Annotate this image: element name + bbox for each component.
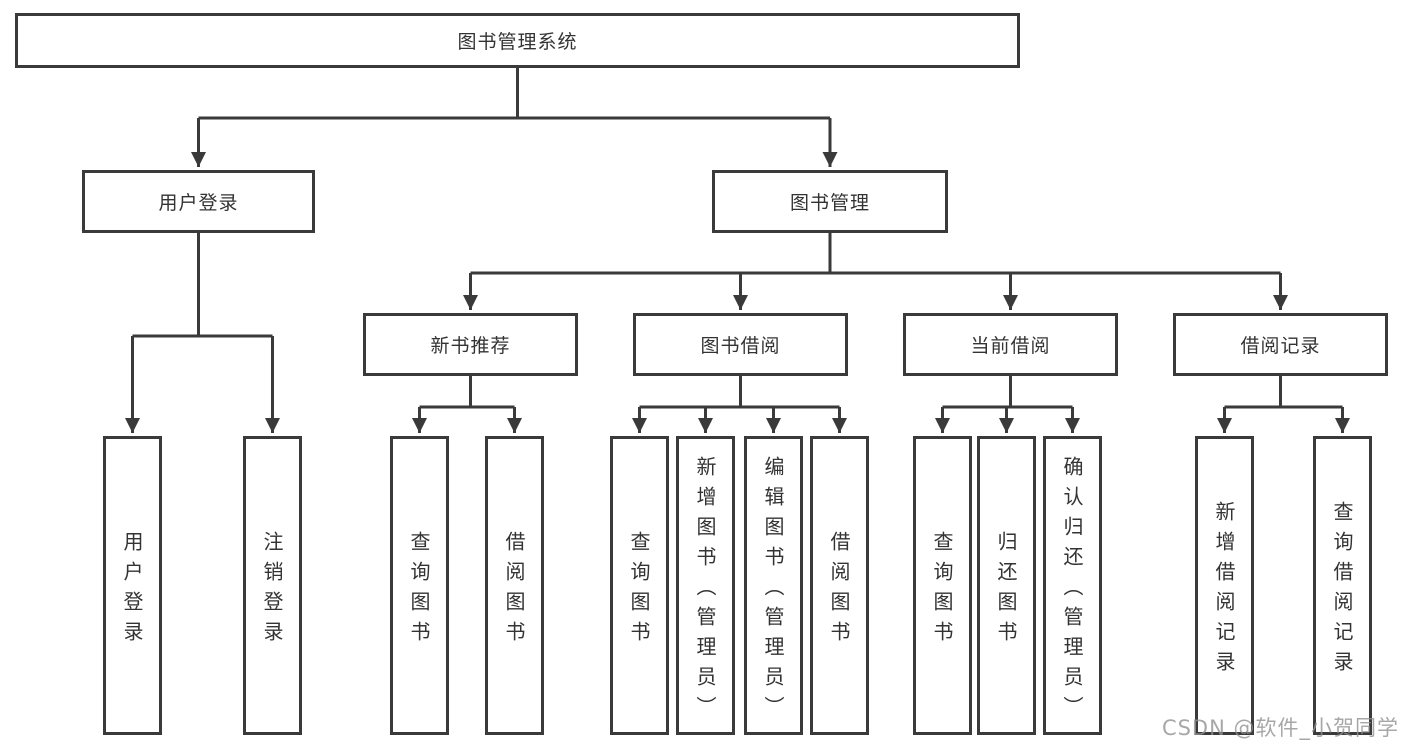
node-label: 编辑图书（管理员）	[761, 455, 785, 726]
leaf-add-borrow-record: 新增借阅记录	[1195, 436, 1254, 735]
node-user-login: 用户登录	[82, 170, 315, 233]
leaf-query-books-borrow: 查询图书	[610, 436, 669, 735]
node-label: 确认归还（管理员）	[1060, 455, 1084, 726]
node-label: 用户登录	[158, 192, 239, 214]
node-label: 图书管理	[789, 192, 870, 214]
node-label: 查询图书	[407, 530, 431, 651]
node-label: 新增借阅记录	[1212, 500, 1236, 681]
node-label: 新增图书（管理员）	[693, 455, 717, 726]
leaf-logout: 注销登录	[243, 436, 302, 735]
leaf-borrow-books: 借阅图书	[810, 436, 869, 735]
leaf-query-books-current: 查询图书	[913, 436, 972, 735]
node-book-borrowing: 图书借阅	[633, 313, 848, 376]
leaf-user-login: 用户登录	[103, 436, 162, 735]
leaf-add-books-admin: 新增图书（管理员）	[676, 436, 735, 735]
node-label: 当前借阅	[970, 335, 1051, 357]
leaf-query-books-recommend: 查询图书	[390, 436, 449, 735]
node-label: 借阅图书	[827, 530, 851, 651]
node-label: 借阅记录	[1240, 335, 1321, 357]
leaf-query-borrow-record: 查询借阅记录	[1313, 436, 1372, 735]
leaf-edit-books-admin: 编辑图书（管理员）	[744, 436, 803, 735]
node-library-management-system: 图书管理系统	[15, 13, 1020, 68]
node-label: 图书管理系统	[457, 31, 578, 53]
leaf-borrow-books-recommend: 借阅图书	[485, 436, 544, 735]
leaf-confirm-return-admin: 确认归还（管理员）	[1043, 436, 1102, 735]
node-label: 借阅图书	[502, 530, 526, 651]
node-label: 查询图书	[930, 530, 954, 651]
node-label: 归还图书	[994, 530, 1018, 651]
node-label: 图书借阅	[700, 335, 781, 357]
node-label: 用户登录	[120, 530, 144, 651]
node-new-book-recommendation: 新书推荐	[363, 313, 578, 376]
node-book-management: 图书管理	[712, 170, 948, 233]
node-label: 查询借阅记录	[1330, 500, 1354, 681]
node-current-borrowing: 当前借阅	[903, 313, 1118, 376]
node-label: 新书推荐	[430, 335, 511, 357]
leaf-return-books: 归还图书	[977, 436, 1036, 735]
node-borrowing-records: 借阅记录	[1173, 313, 1388, 376]
node-label: 注销登录	[260, 530, 284, 651]
node-label: 查询图书	[627, 530, 651, 651]
